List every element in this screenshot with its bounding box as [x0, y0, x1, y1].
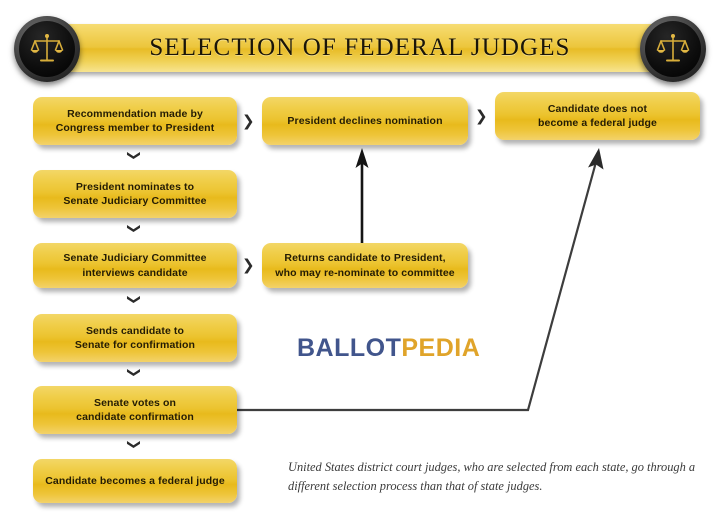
logo-text-pedia: PEDIA: [401, 334, 481, 362]
chevron-down-icon-5: ❯: [125, 439, 141, 450]
header-banner-inner: SELECTION OF FEDERAL JUDGES: [48, 24, 672, 72]
chevron-right-icon-declines-to-not-judge: ❯: [475, 107, 488, 125]
scales-of-justice-icon-right: [640, 16, 706, 82]
ballotpedia-logo: BALLOTPEDIA: [297, 334, 480, 363]
flow-box-senate-votes[interactable]: Senate votes on candidate confirmation: [33, 386, 237, 434]
flow-box-sends-candidate[interactable]: Sends candidate to Senate for confirmati…: [33, 314, 237, 362]
chevron-down-icon-3: ❯: [125, 294, 141, 305]
flow-box-not-a-judge[interactable]: Candidate does not become a federal judg…: [495, 92, 700, 140]
flow-box-returns-candidate[interactable]: Returns candidate to President, who may …: [262, 243, 468, 288]
chevron-down-icon-4: ❯: [125, 367, 141, 378]
flow-box-label: Recommendation made by Congress member t…: [55, 107, 215, 134]
chevron-down-icon-1: ❯: [125, 150, 141, 161]
flow-box-label: Returns candidate to President, who may …: [275, 252, 455, 279]
flow-box-label: President declines nomination: [287, 114, 443, 127]
header-banner: SELECTION OF FEDERAL JUDGES: [48, 24, 672, 72]
flow-box-label: Senate Judiciary Committee interviews ca…: [63, 252, 207, 279]
flow-box-becomes-judge[interactable]: Candidate becomes a federal judge: [33, 459, 237, 503]
footnote-text: United States district court judges, who…: [288, 460, 696, 493]
page-title: SELECTION OF FEDERAL JUDGES: [149, 34, 571, 61]
flow-box-president-nominates[interactable]: President nominates to Senate Judiciary …: [33, 170, 237, 218]
flow-box-label: President nominates to Senate Judiciary …: [63, 180, 207, 207]
flow-box-label: Candidate does not become a federal judg…: [538, 102, 657, 129]
flow-box-declines-nomination[interactable]: President declines nomination: [262, 97, 468, 145]
chevron-down-icon-2: ❯: [125, 223, 141, 234]
chevron-right-icon-recommendation-to-declines: ❯: [242, 112, 255, 130]
flow-box-label: Senate votes on candidate confirmation: [76, 396, 194, 423]
flow-box-recommendation[interactable]: Recommendation made by Congress member t…: [33, 97, 237, 145]
logo-text-ballot: BALLOT: [297, 334, 402, 362]
flow-box-committee-interviews[interactable]: Senate Judiciary Committee interviews ca…: [33, 243, 237, 288]
flow-box-label: Candidate becomes a federal judge: [45, 474, 225, 487]
flow-box-label: Sends candidate to Senate for confirmati…: [74, 324, 196, 351]
chevron-right-icon-interviews-to-returns: ❯: [242, 256, 255, 274]
scales-of-justice-icon-left: [14, 16, 80, 82]
